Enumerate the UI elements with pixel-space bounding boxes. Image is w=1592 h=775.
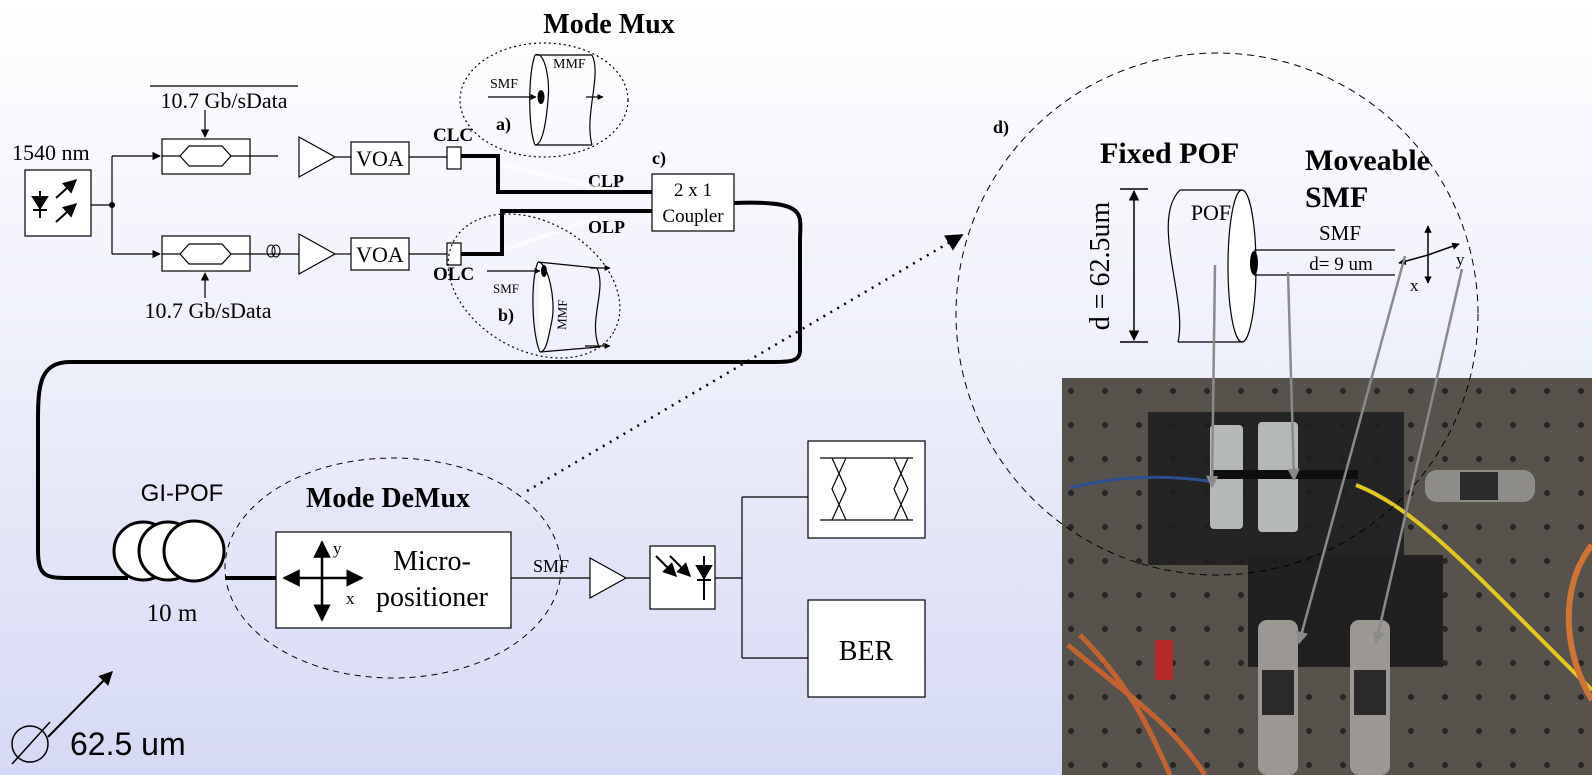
demux-axis-x: x [346,589,355,608]
inset-a-mmf: MMF [553,57,586,72]
fiber-length-label: 10 m [147,600,198,627]
voa-top [350,141,410,175]
mode-demux-title: Mode DeMux [306,483,470,514]
coupler-label-2: Coupler [662,206,724,227]
ber-tester-box [807,599,926,698]
olp-label: OLP [588,217,625,237]
delay-coil-icon [266,244,281,258]
gi-pof-spool-icon [112,519,226,583]
detail-d-region [955,52,1479,576]
photo-leader-lines [1205,255,1464,645]
moveable-label-1: Moveable [1305,144,1430,177]
demux-axis-y: y [333,539,342,558]
coupler-box [651,173,735,232]
xy-axes-icon [282,540,364,622]
pof-cylinder [1167,189,1258,343]
photodiode-icon [655,555,713,600]
mode-mux-title: Mode Mux [543,9,674,40]
core-diameter-label: d= 9 um [1309,254,1373,275]
coupler-label-1: 2 x 1 [674,180,712,201]
label-b: b) [498,305,514,326]
pof-diameter-label: d = 62.5um [1085,201,1116,330]
label-a: a) [496,114,511,135]
fiber-links [461,154,652,256]
voa-top-label: VOA [356,146,404,171]
eye-diagram-icon [820,457,913,521]
optical-splitter [91,151,161,259]
inset-a-smf: SMF [490,77,518,92]
amplifier-bottom-icon [298,232,337,276]
moveable-label-2: SMF [1305,181,1368,214]
inset-b-smf: SMF [493,281,519,296]
inset-a-central-launch: SMF MMF a) [459,42,629,158]
data-bar-label-top: 10.7 Gb/sData [160,88,287,113]
label-c: c) [652,148,666,169]
laser-diode-icon [31,179,78,223]
gi-pof-fiber-path [36,200,803,581]
label-d: d) [993,117,1009,138]
setup-photo [1062,378,1592,775]
detail-axis-x: x [1410,276,1419,295]
ber-label: BER [839,636,894,667]
olc-label: OLC [433,264,474,285]
eye-diagram-scope [807,440,926,539]
clc-connector [446,146,462,170]
laser-source-box [24,169,92,237]
smf-rod [1254,249,1395,276]
micropositioner-label-1: Micro- [393,546,471,577]
inset-b-mmf: MMF [554,299,570,330]
demux-region [224,457,562,679]
clc-label: CLC [433,125,473,146]
demux-smf-label: SMF [533,556,569,576]
detail-axis-y: y [1456,250,1465,269]
laser-wavelength-label: 1540 nm [12,140,90,165]
data-label-bottom: 10.7 Gb/sData [144,298,271,323]
diameter-label: 62.5 um [70,726,186,762]
mach-zehnder-icon [162,145,250,167]
detail-xy-axes-icon [1398,225,1460,284]
diameter-symbol-icon [11,721,51,765]
gi-pof-label: GI-POF [141,480,224,507]
pof-label: POF [1191,200,1231,225]
receiver-amplifier-icon [589,556,628,600]
detail-smf-label: SMF [1319,221,1361,245]
diameter-pointer [47,671,113,738]
inset-b-offset-launch: SMF MMF b) [447,213,621,359]
fixed-pof-label: Fixed POF [1100,137,1239,170]
micropositioner-label-2: positioner [376,582,489,613]
voa-bottom-label: VOA [356,242,404,267]
amplifier-top-icon [298,135,337,179]
pof-diameter-dimension [1120,188,1148,343]
